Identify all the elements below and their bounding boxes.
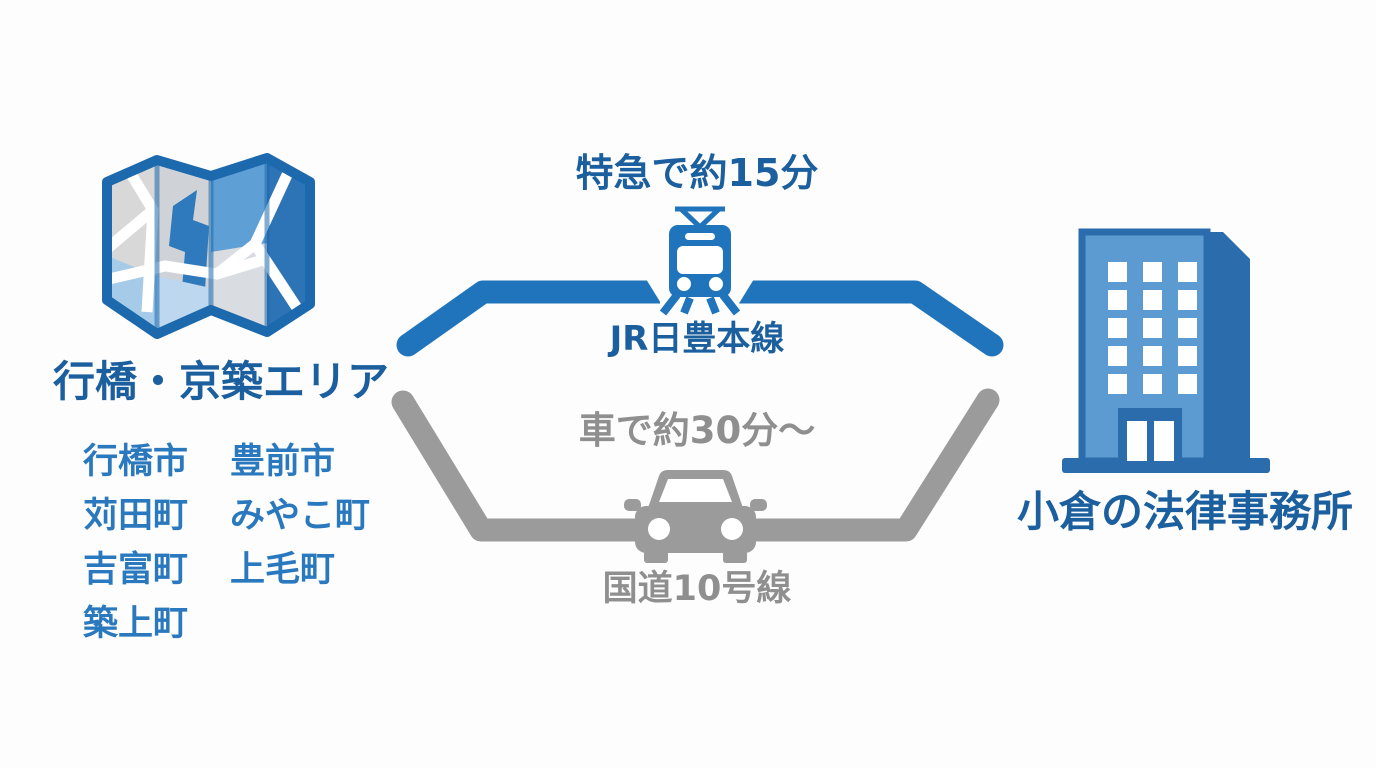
office-building-icon: [1062, 228, 1270, 473]
municipality-item: みやこ町: [230, 496, 371, 536]
car-route-endcap-right: [976, 388, 1000, 412]
train-route-line: [401, 280, 999, 355]
municipality-item: 築上町: [83, 604, 189, 644]
municipality-item: 豊前市: [230, 442, 336, 482]
train-route-name-label: JR日豊本線: [609, 319, 785, 359]
train-route-endcap-left: [396, 333, 420, 357]
origin-area-title: 行橋・京築エリア: [52, 357, 389, 406]
train-route-endcap-right: [980, 333, 1004, 357]
municipality-item: 吉富町: [83, 550, 189, 590]
car-icon: [624, 470, 767, 563]
car-route-line: [393, 393, 998, 542]
municipality-list: 行橋市 豊前市 苅田町 みやこ町 吉富町 上毛町 築上町: [83, 433, 370, 649]
municipality-item: 行橋市: [83, 442, 189, 482]
municipality-item: 苅田町: [83, 496, 189, 536]
destination-title: 小倉の法律事務所: [1016, 487, 1353, 536]
car-route-endcap-left: [391, 390, 415, 414]
car-route-name-label: 国道10号線: [602, 569, 792, 609]
folded-map-icon: [102, 153, 315, 339]
car-duration-label: 車で約30分〜: [578, 409, 816, 452]
train-line-notch-left: [646, 279, 662, 305]
train-line-notch-right: [738, 279, 754, 305]
municipality-item: 上毛町: [230, 550, 336, 590]
train-icon: [659, 206, 741, 316]
train-duration-label: 特急で約15分: [575, 151, 819, 195]
